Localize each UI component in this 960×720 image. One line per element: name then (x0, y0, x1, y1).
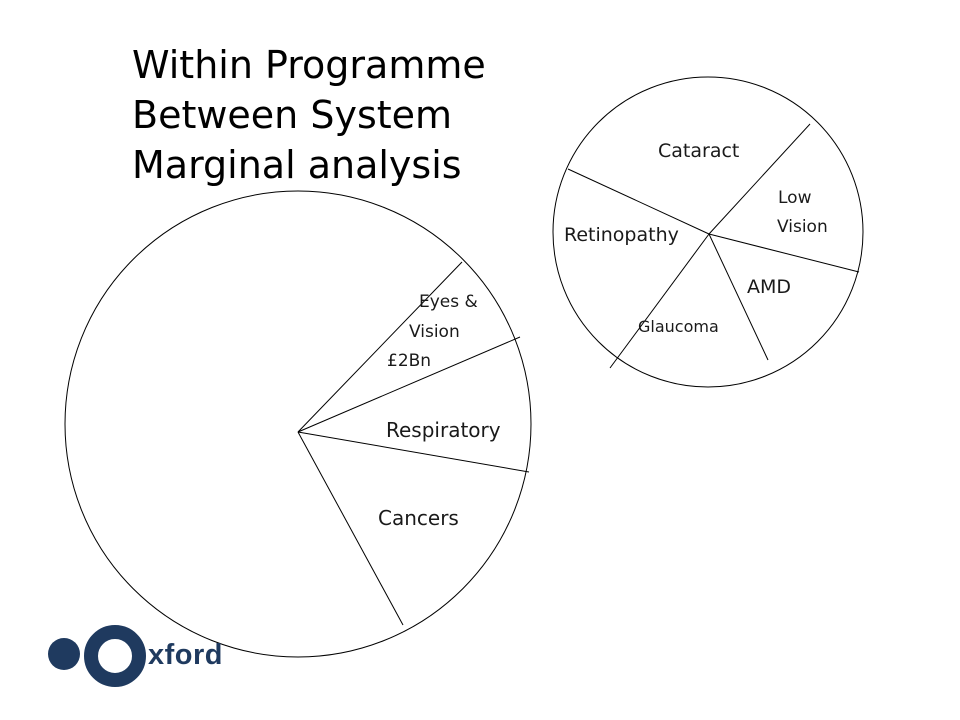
title-line-1: Within Programme (132, 43, 486, 87)
small-pie-label-cataract: Cataract (658, 140, 739, 162)
small-pie-divider-glaucoma-retinopathy (609, 233, 710, 369)
logo-dot-icon (48, 638, 80, 670)
big-pie-divider-eyes-top (297, 261, 463, 433)
title-line-3: Marginal analysis (132, 143, 462, 187)
big-pie: Eyes & Vision £2Bn Respiratory Cancers (64, 190, 532, 658)
small-pie-label-amd: AMD (747, 276, 791, 298)
logo-wordmark: xford (148, 639, 223, 671)
big-pie-divider-cancers-bottom (297, 431, 404, 626)
small-pie-divider-amd-glaucoma (708, 233, 769, 361)
logo-ring-o-icon (84, 625, 146, 687)
big-pie-divider-eyes-respiratory (297, 336, 521, 433)
big-pie-label-eyes-line-2: Vision (409, 322, 460, 342)
big-pie-label-eyes-line-3: £2Bn (387, 351, 431, 371)
big-pie-label-eyes: Eyes & Vision £2Bn (387, 292, 483, 371)
small-pie-label-glaucoma: Glaucoma (638, 317, 719, 336)
title-line-2: Between System (132, 93, 453, 137)
oxford-logo: xford (44, 622, 224, 690)
big-pie-label-eyes-line-1: Eyes & (419, 292, 478, 312)
big-pie-divider-respiratory-cancers (297, 431, 530, 473)
small-pie-label-low-vision: Low Vision (777, 188, 828, 237)
slide-title: Within Programme Between System Marginal… (132, 40, 486, 190)
big-pie-outline (64, 190, 532, 658)
small-pie-outline (552, 76, 864, 388)
big-pie-label-respiratory: Respiratory (386, 418, 501, 442)
small-pie: Cataract Low Vision AMD Glaucoma Retinop… (552, 76, 864, 388)
big-pie-label-cancers: Cancers (378, 506, 459, 530)
small-pie-divider-lowvision-amd (708, 233, 860, 273)
small-pie-label-low-vision-line-2: Vision (777, 217, 828, 237)
small-pie-divider-cataract-lowvision (708, 123, 811, 235)
small-pie-label-retinopathy: Retinopathy (564, 224, 679, 246)
small-pie-label-low-vision-line-1: Low (778, 188, 812, 208)
small-pie-divider-retinopathy-cataract (567, 168, 710, 235)
